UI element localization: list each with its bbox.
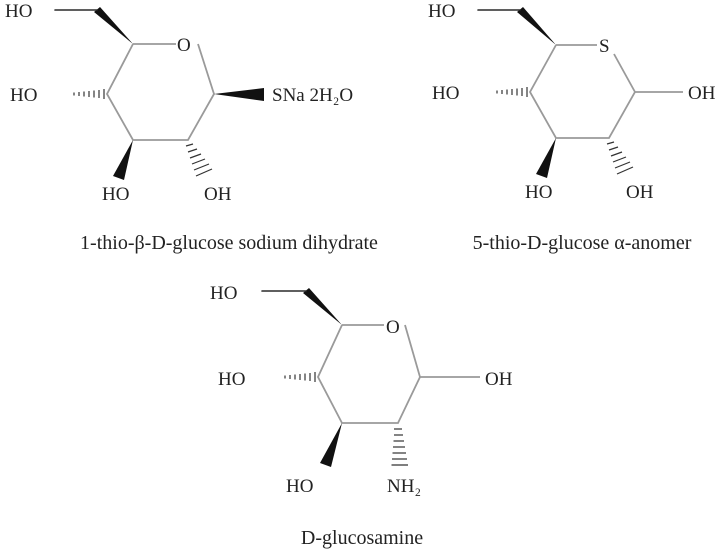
caption-molecule-3: D-glucosamine (301, 527, 423, 549)
ring-bond (105, 43, 215, 141)
caption-molecule-2: 5-thio-D-glucose α-anomer (473, 232, 692, 254)
ring-bond (316, 324, 421, 424)
c4-oh-label: HO (10, 85, 37, 106)
c3-oh-label: HO (286, 476, 313, 497)
c6-oh-label: HO (210, 283, 237, 304)
molecule-d-glucosamine: HO O HO OH HO NH₂ D-glucosamine (210, 283, 513, 549)
c2-hashed-bond (185, 143, 213, 177)
ring-bond (528, 44, 637, 139)
c5-c6-wedge (94, 7, 133, 44)
c4-hashed-bond (73, 89, 105, 99)
c3-wedge (536, 138, 556, 178)
c3-wedge (113, 140, 133, 180)
c4-oh-label: HO (432, 83, 459, 104)
ring-oxygen-label: O (177, 35, 191, 56)
c4-hashed-bond (496, 87, 528, 97)
c4-oh-label: HO (218, 369, 245, 390)
c6-oh-label: HO (428, 1, 455, 22)
c2-hashed-bond (606, 141, 634, 175)
c4-hashed-bond (284, 372, 316, 382)
c2-nh2-label: NH₂ (387, 476, 421, 497)
c3-wedge (320, 423, 342, 467)
molecule-1-thio-beta-glucose: HO O HO SNa 2H₂O HO OH 1-thio-β-D-glucos… (5, 1, 378, 254)
caption-molecule-1: 1-thio-β-D-glucose sodium dihydrate (80, 232, 378, 254)
c2-hashed-bond (391, 428, 408, 466)
c5-c6-wedge (517, 7, 556, 45)
ring-sulfur-label: S (599, 36, 610, 57)
c1-oh-label: OH (485, 369, 513, 390)
c5-c6-wedge (303, 288, 342, 325)
c1-oh-label: OH (688, 83, 716, 104)
molecule-5-thio-glucose: HO S HO OH HO OH 5-thio-D-glucose α-anom… (428, 1, 716, 254)
c3-oh-label: HO (525, 182, 552, 203)
ring-oxygen-label: O (386, 317, 400, 338)
c2-oh-label: OH (204, 184, 232, 205)
c2-oh-label: OH (626, 182, 654, 203)
c3-oh-label: HO (102, 184, 129, 205)
c1-wedge (214, 88, 264, 101)
c1-sodium-thiolate-label: SNa 2H₂O (272, 85, 353, 106)
c6-oh-label: HO (5, 1, 32, 22)
